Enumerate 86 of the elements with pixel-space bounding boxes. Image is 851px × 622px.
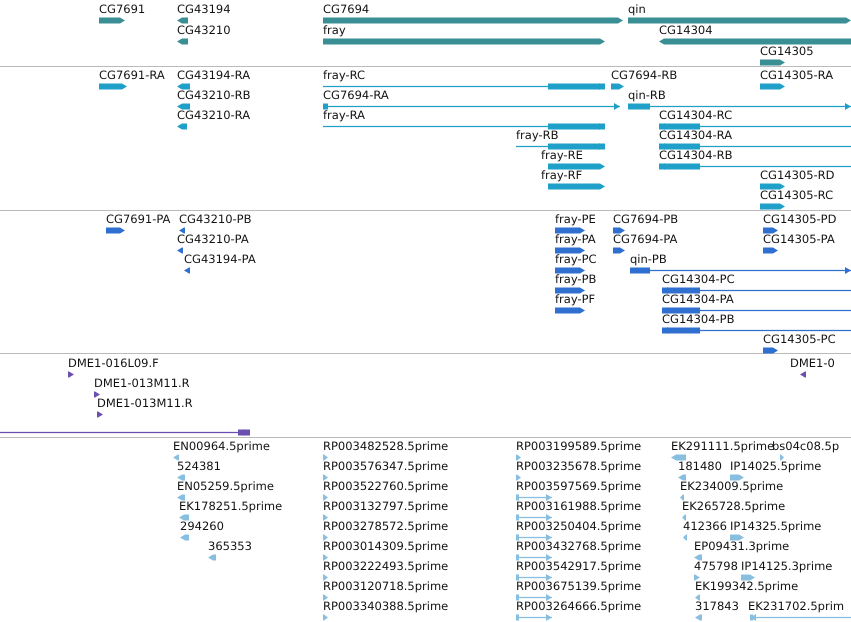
feature-label: CG7694	[323, 3, 370, 16]
feature-label: EK231702.5prim	[748, 600, 844, 613]
feature-label: CG7694-PB	[613, 213, 678, 226]
feature-label: CG43210-PB	[179, 213, 252, 226]
feature-label: 412366	[683, 520, 727, 533]
feature-label: RP003161988.5prime	[516, 500, 642, 513]
feature-label: EK234009.5prime	[680, 480, 784, 493]
feature-label: 317843	[695, 600, 739, 613]
feature-label: RP003014309.5prime	[323, 540, 448, 553]
feature-label: 181480	[678, 460, 722, 473]
feature-label: RP003278572.5prime	[323, 520, 448, 533]
feature-label: IP14325.5prime	[730, 520, 822, 533]
feature-label: RP003120718.5prime	[323, 580, 448, 593]
feature-label: CG14305	[760, 45, 814, 58]
feature-label: RP003675139.5prime	[516, 580, 642, 593]
feature-label: CG14305-PD	[763, 213, 836, 226]
feature-label: fray-PB	[555, 273, 596, 286]
feature-label: DME1-013M11.R	[97, 397, 193, 410]
feature-label: EK291111.5prime	[671, 440, 774, 453]
feature-label: qin	[628, 3, 646, 16]
feature-label: CG43194-RA	[177, 69, 250, 82]
feature-label: CG43194-PA	[184, 253, 256, 266]
feature-label: CG7691	[99, 3, 146, 16]
feature-label: RP003482528.5prime	[323, 440, 448, 453]
feature-label: CG43210-PA	[177, 233, 249, 246]
feature-label: CG43194	[177, 3, 231, 16]
feature-label: DME1-013M11.R	[94, 377, 190, 390]
feature-label: fray-PE	[555, 213, 596, 226]
feature-label: RP003340388.5prime	[323, 600, 448, 613]
feature-label: CG14304-PC	[662, 273, 735, 286]
feature-label: CG14304-RA	[659, 129, 732, 142]
feature-label: fray-PA	[555, 233, 596, 246]
feature-label: RP003542917.5prime	[516, 560, 642, 573]
feature-label: CG14305-RD	[760, 169, 835, 182]
feature-label: RP003264666.5prime	[516, 600, 642, 613]
feature-label: EK199342.5prime	[695, 580, 798, 593]
feature-label: RP003222493.5prime	[323, 560, 448, 573]
feature-label: CG14304	[659, 24, 713, 37]
feature-label: CG14304-RC	[659, 109, 732, 122]
feature-label: CG14305-RC	[760, 189, 834, 202]
feature-label: CG7691-PA	[106, 213, 170, 226]
feature-label: RP003250404.5prime	[516, 520, 642, 533]
feature-label: RP003199589.5prime	[516, 440, 642, 453]
feature-label: RP003432768.5prime	[516, 540, 642, 553]
feature-label: CG7694-RB	[611, 69, 678, 82]
feature-label: EK178251.5prime	[179, 500, 282, 513]
feature-label: fray-RA	[323, 109, 365, 122]
feature-label: fray-PF	[555, 293, 596, 306]
feature-label: CG43210	[177, 24, 231, 37]
feature-label: EN00964.5prime	[173, 440, 270, 453]
feature-label: 475798	[694, 560, 738, 573]
feature-label: DME1-0	[790, 357, 835, 370]
feature-label: EP09431.3prime	[694, 540, 790, 553]
feature-label: bs04c08.5p	[772, 440, 840, 453]
feature-label: CG14304-PB	[662, 313, 734, 326]
feature-label: RP003522760.5prime	[323, 480, 448, 493]
feature-label: EK265728.5prime	[682, 500, 786, 513]
feature-label: CG14304-RB	[659, 149, 733, 162]
feature-label: CG43210-RA	[177, 109, 250, 122]
feature-label: CG14304-PA	[662, 293, 734, 306]
feature-label: CG14305-PA	[763, 233, 835, 246]
feature-label: fray-RF	[541, 169, 582, 182]
feature-label: CG7691-RA	[99, 69, 165, 82]
feature-label: IP14025.5prime	[730, 460, 822, 473]
feature-label: 294260	[180, 520, 224, 533]
feature-label: IP14125.3prime	[741, 560, 832, 573]
feature-label: fray-RE	[541, 149, 583, 162]
feature-label: CG14305-PC	[763, 333, 836, 346]
feature-label: CG7694-RA	[323, 89, 389, 102]
feature-label: EN05259.5prime	[177, 480, 274, 493]
feature-label: CG7694-PA	[613, 233, 678, 246]
feature-label: CG43210-RB	[177, 89, 251, 102]
feature-label: RP003576347.5prime	[323, 460, 448, 473]
feature-label: fray	[323, 24, 346, 37]
feature-label: qin-RB	[628, 89, 666, 102]
feature-label: fray-RC	[323, 69, 366, 82]
feature-label: RP003235678.5prime	[516, 460, 642, 473]
feature-label: 524381	[177, 460, 221, 473]
feature-label: DME1-016L09.F	[68, 357, 159, 370]
feature-label: RP003597569.5prime	[516, 480, 642, 493]
feature-label: 365353	[208, 540, 252, 553]
feature-label: CG14305-RA	[760, 69, 834, 82]
feature-label: qin-PB	[630, 253, 667, 266]
feature-label: fray-RB	[516, 129, 558, 142]
feature-label: RP003132797.5prime	[323, 500, 448, 513]
feature-label: fray-PC	[555, 253, 597, 266]
